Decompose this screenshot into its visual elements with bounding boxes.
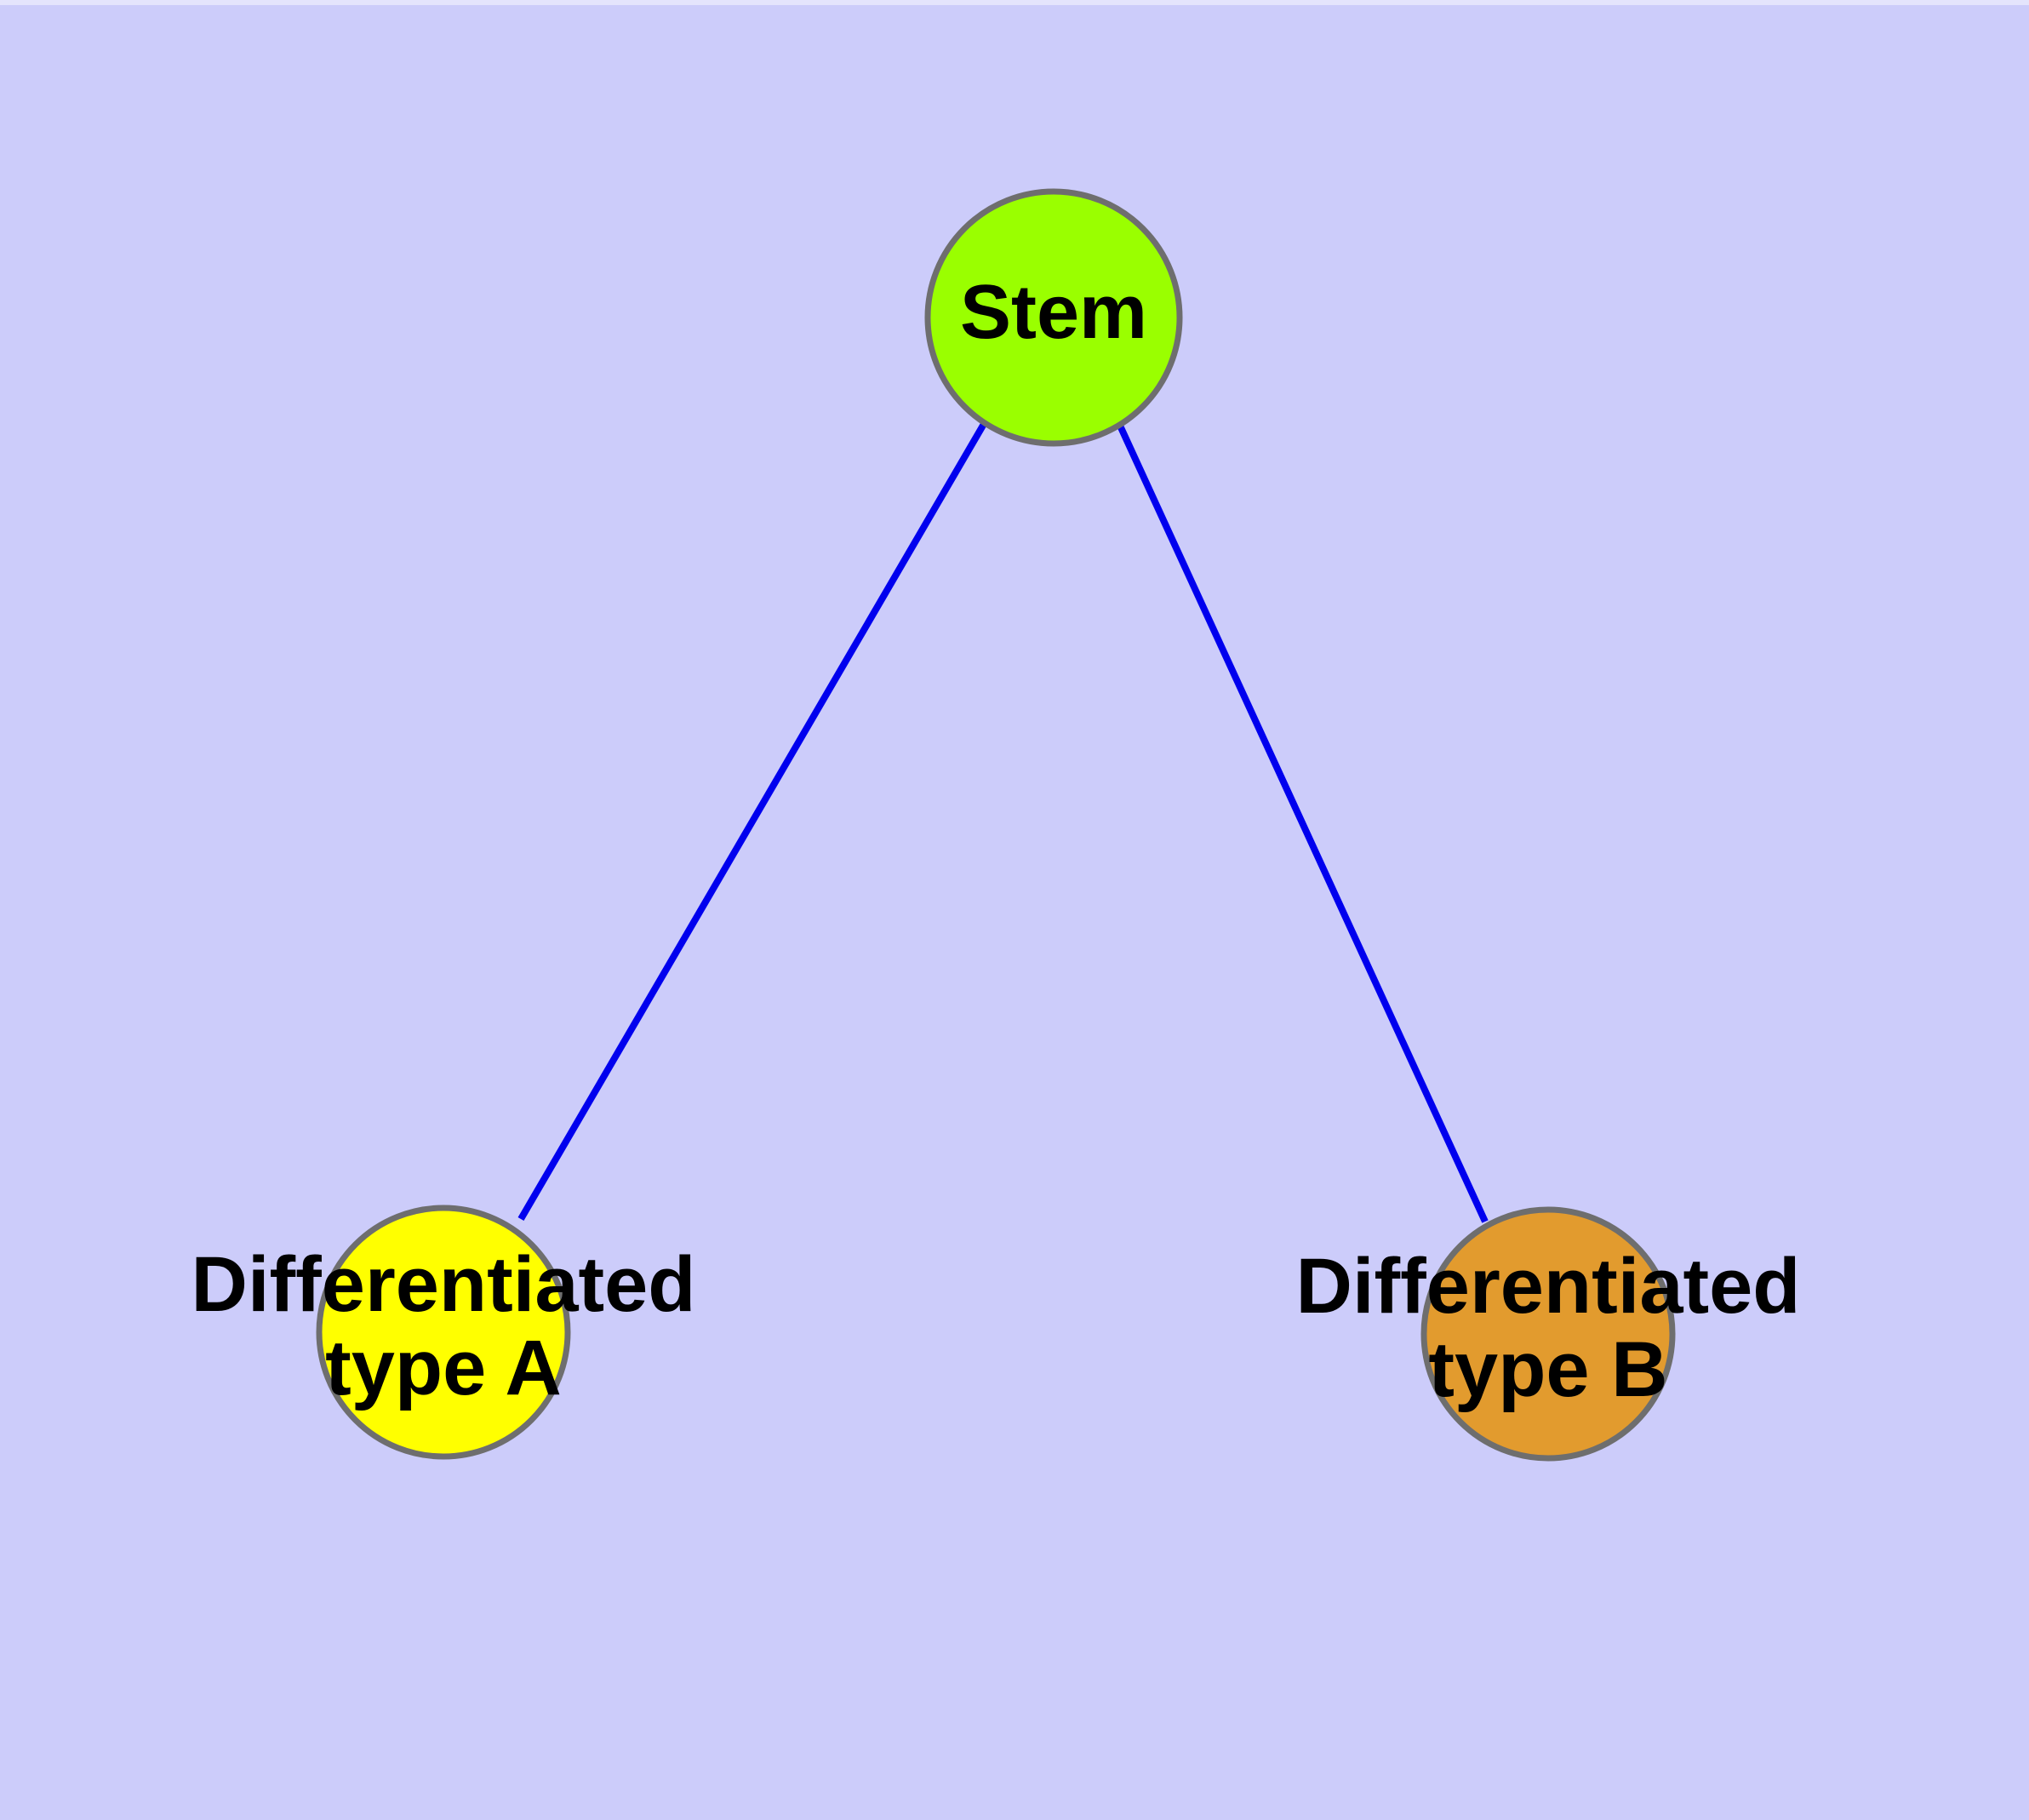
node-label-line: type B <box>1428 1326 1667 1413</box>
edge-stem-diff-a[interactable] <box>517 421 987 1222</box>
node-circle-diff_b[interactable] <box>1420 1206 1676 1462</box>
node-label-line: Stem <box>960 270 1147 355</box>
edge-stem-diff-b[interactable] <box>1117 424 1489 1223</box>
node-label-line: Differentiated <box>1296 1243 1801 1330</box>
node-circle-stem[interactable] <box>924 188 1183 447</box>
edges-layer <box>517 421 1489 1223</box>
nodes-layer <box>316 188 1676 1462</box>
node-circle-diff_a[interactable] <box>316 1205 571 1460</box>
canvas-background-top-strip <box>0 0 2029 7</box>
node-label-line: Differentiated <box>191 1241 696 1328</box>
node-label-line: type A <box>325 1325 562 1411</box>
node-label-stem: Stem <box>960 270 1147 355</box>
